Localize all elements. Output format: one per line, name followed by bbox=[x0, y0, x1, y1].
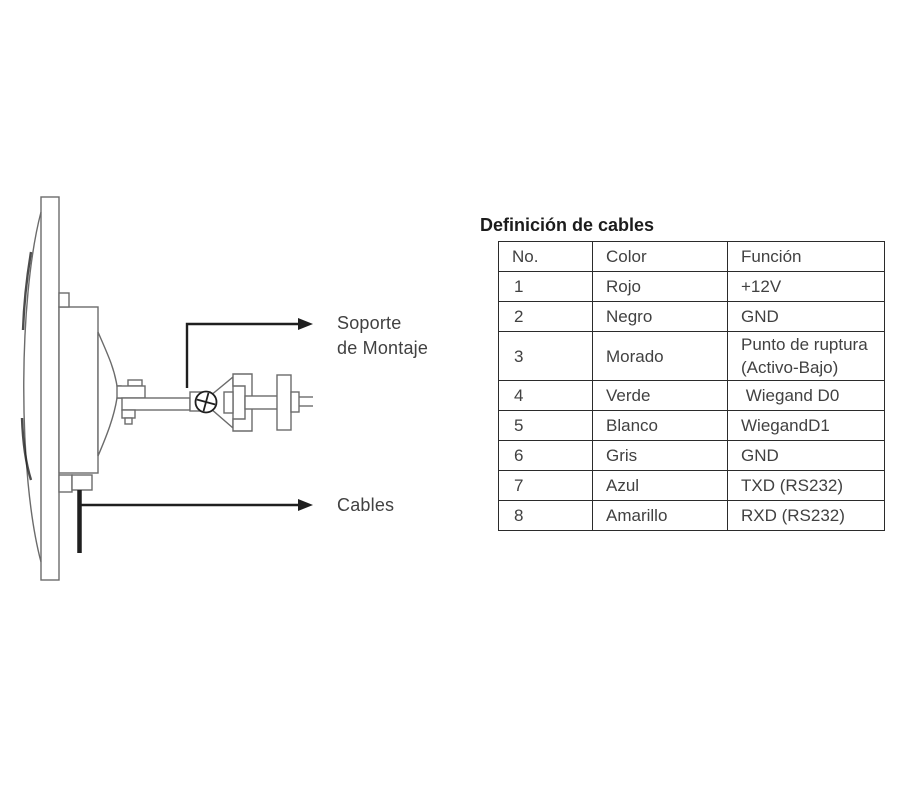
table-cell: Morado bbox=[592, 331, 728, 381]
table-cell: Blanco bbox=[592, 410, 728, 441]
table-cell: GND bbox=[727, 440, 885, 471]
end-plate-tab bbox=[290, 391, 300, 413]
table-cell: Amarillo bbox=[592, 500, 728, 531]
arrowheads-group bbox=[298, 318, 313, 511]
table-cell: WiegandD1 bbox=[727, 410, 885, 441]
table-cell: Verde bbox=[592, 380, 728, 411]
bracket-label: Soporte de Montaje bbox=[337, 311, 428, 361]
device-top-notch bbox=[58, 292, 70, 308]
table-cell: Negro bbox=[592, 301, 728, 332]
table-cell: 4 bbox=[498, 380, 593, 411]
bracket-rod bbox=[244, 395, 279, 410]
table-cell: TXD (RS232) bbox=[727, 470, 885, 501]
table-cell: Gris bbox=[592, 440, 728, 471]
arm-top-tab bbox=[127, 379, 143, 387]
screw-slot-2 bbox=[202, 392, 210, 412]
bracket-label-line2: de Montaje bbox=[337, 338, 429, 358]
arm-upper-bar bbox=[116, 385, 146, 399]
table-cell: 5 bbox=[498, 410, 593, 441]
wall-plate bbox=[40, 196, 60, 581]
dome-shade-top bbox=[21, 251, 33, 331]
end-plate bbox=[276, 374, 292, 431]
table-cell: 6 bbox=[498, 440, 593, 471]
table-cell: 8 bbox=[498, 500, 593, 531]
table-cell: Azul bbox=[592, 470, 728, 501]
dome-shade-bottom bbox=[20, 417, 33, 481]
arrow-right-icon bbox=[298, 318, 313, 330]
arm-screw-foot bbox=[124, 417, 133, 425]
device-bottom-notch bbox=[58, 474, 73, 493]
installation-diagram bbox=[20, 196, 313, 581]
table-cell: +12V bbox=[727, 271, 885, 302]
table-cell: RXD (RS232) bbox=[727, 500, 885, 531]
table-title: Definición de cables bbox=[480, 215, 655, 235]
table-cell: Punto de ruptura (Activo-Bajo) bbox=[727, 331, 885, 381]
column-header: Función bbox=[727, 241, 885, 272]
column-header: No. bbox=[498, 241, 593, 272]
cables-label: Cables bbox=[337, 493, 394, 518]
device-dome-arc bbox=[23, 211, 42, 563]
device-body bbox=[58, 306, 99, 474]
table-cell: 3 bbox=[498, 331, 593, 381]
arm-lower-bar bbox=[121, 397, 191, 411]
table-cell: GND bbox=[727, 301, 885, 332]
table-cell: 2 bbox=[498, 301, 593, 332]
bracket-label-line1: Soporte bbox=[337, 313, 402, 333]
column-header: Color bbox=[592, 241, 728, 272]
table-cell: Rojo bbox=[592, 271, 728, 302]
cable-gland-block bbox=[71, 474, 93, 491]
leader-lines-group bbox=[81, 322, 298, 507]
arrow-right-icon bbox=[298, 499, 313, 511]
cables-label-text: Cables bbox=[337, 495, 395, 515]
dome-shade-group bbox=[20, 251, 33, 481]
table-cell: 1 bbox=[498, 271, 593, 302]
table-cell: Wiegand D0 bbox=[727, 380, 885, 411]
arm-screw-nub bbox=[121, 409, 136, 419]
bracket-leader-line bbox=[185, 322, 298, 388]
device-outline-group bbox=[23, 196, 313, 581]
screw-head-icon bbox=[194, 390, 218, 414]
clamp-nut bbox=[223, 391, 234, 414]
table-cell: 7 bbox=[498, 470, 593, 501]
c-clamp-bracket bbox=[232, 373, 253, 432]
